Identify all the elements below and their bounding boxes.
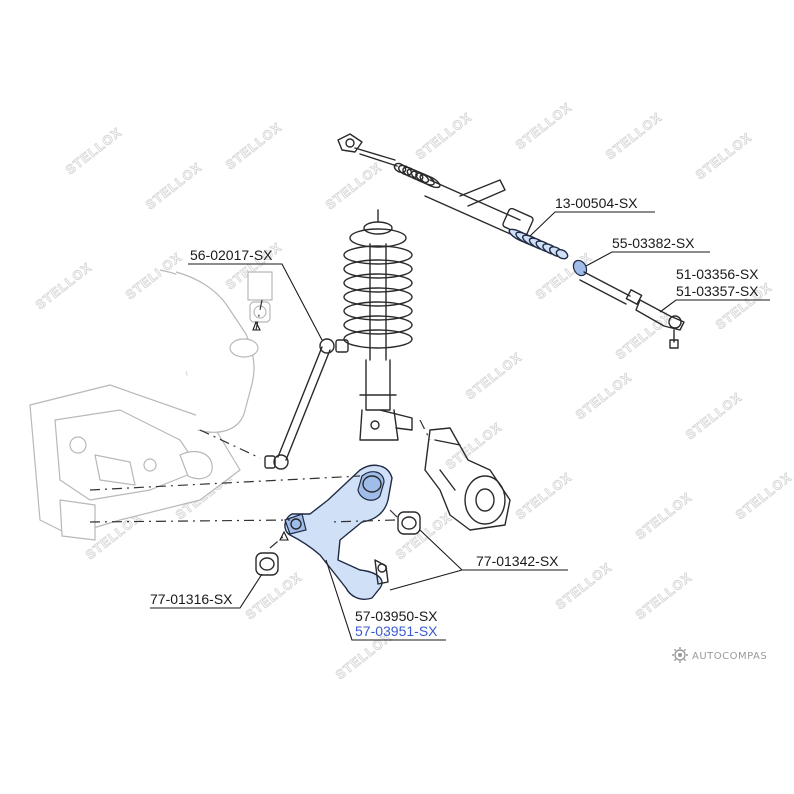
watermark-stamp: STELLOX xyxy=(693,129,755,182)
watermark-stamp: STELLOX xyxy=(573,369,635,422)
steering-rack xyxy=(337,133,569,260)
part-label-13-00504-SX: 13-00504-SX xyxy=(555,195,638,211)
watermark-stamp: STELLOX xyxy=(223,119,285,172)
subframe xyxy=(29,384,241,541)
lower-control-arm xyxy=(284,464,393,600)
watermark-stamp: STELLOX xyxy=(323,159,385,212)
credit-text: AUTOCOMPAS xyxy=(692,651,767,662)
autocompas-logo: AUTOCOMPAS xyxy=(672,647,767,663)
watermark-stamp: STELLOX xyxy=(733,469,794,522)
stabilizer-bar xyxy=(159,269,273,433)
assembly-lines xyxy=(89,299,431,549)
strut-assembly xyxy=(343,209,413,441)
part-label-56-02017-SX: 56-02017-SX xyxy=(190,247,273,263)
watermark-stamp: STELLOX xyxy=(683,389,745,442)
watermark-stamp: STELLOX xyxy=(513,469,575,522)
front-bushing xyxy=(255,552,279,576)
watermark-stamp: STELLOX xyxy=(633,569,695,622)
part-label-57-03951-SX: 57-03951-SX xyxy=(355,623,438,639)
steering-knuckle xyxy=(424,427,511,531)
watermark-stamp: STELLOX xyxy=(633,489,695,542)
watermark-stamp: STELLOX xyxy=(603,109,665,162)
watermark-stamp: STELLOX xyxy=(33,259,95,312)
watermark-stamp: STELLOX xyxy=(463,349,525,402)
watermark-stamp: STELLOX xyxy=(553,559,615,612)
part-label-77-01342-SX: 77-01342-SX xyxy=(476,553,559,569)
part-label-77-01316-SX: 77-01316-SX xyxy=(150,591,233,607)
part-label-57-03950-SX: 57-03950-SX xyxy=(355,608,438,624)
gear-icon xyxy=(672,647,688,663)
watermark-stamp: STELLOX xyxy=(243,569,305,622)
part-label-51-03356-SX: 51-03356-SX xyxy=(676,266,759,282)
part-label-55-03382-SX: 55-03382-SX xyxy=(612,235,695,251)
stabilizer-link xyxy=(264,338,349,470)
watermark-stamp: STELLOX xyxy=(513,99,575,152)
watermark-stamp: STELLOX xyxy=(63,124,125,177)
watermark-stamp: STELLOX xyxy=(143,159,205,212)
part-label-51-03357-SX: 51-03357-SX xyxy=(676,283,759,299)
watermark-stamp: STELLOX xyxy=(443,419,505,472)
watermark-stamp: STELLOX xyxy=(613,309,675,362)
watermark-stamp: STELLOX xyxy=(413,109,475,162)
rear-bushing xyxy=(397,511,421,535)
callouts: 13-00504-SX 55-03382-SX 51-03356-SX 51-0… xyxy=(150,195,770,641)
tie-rod xyxy=(572,259,685,349)
